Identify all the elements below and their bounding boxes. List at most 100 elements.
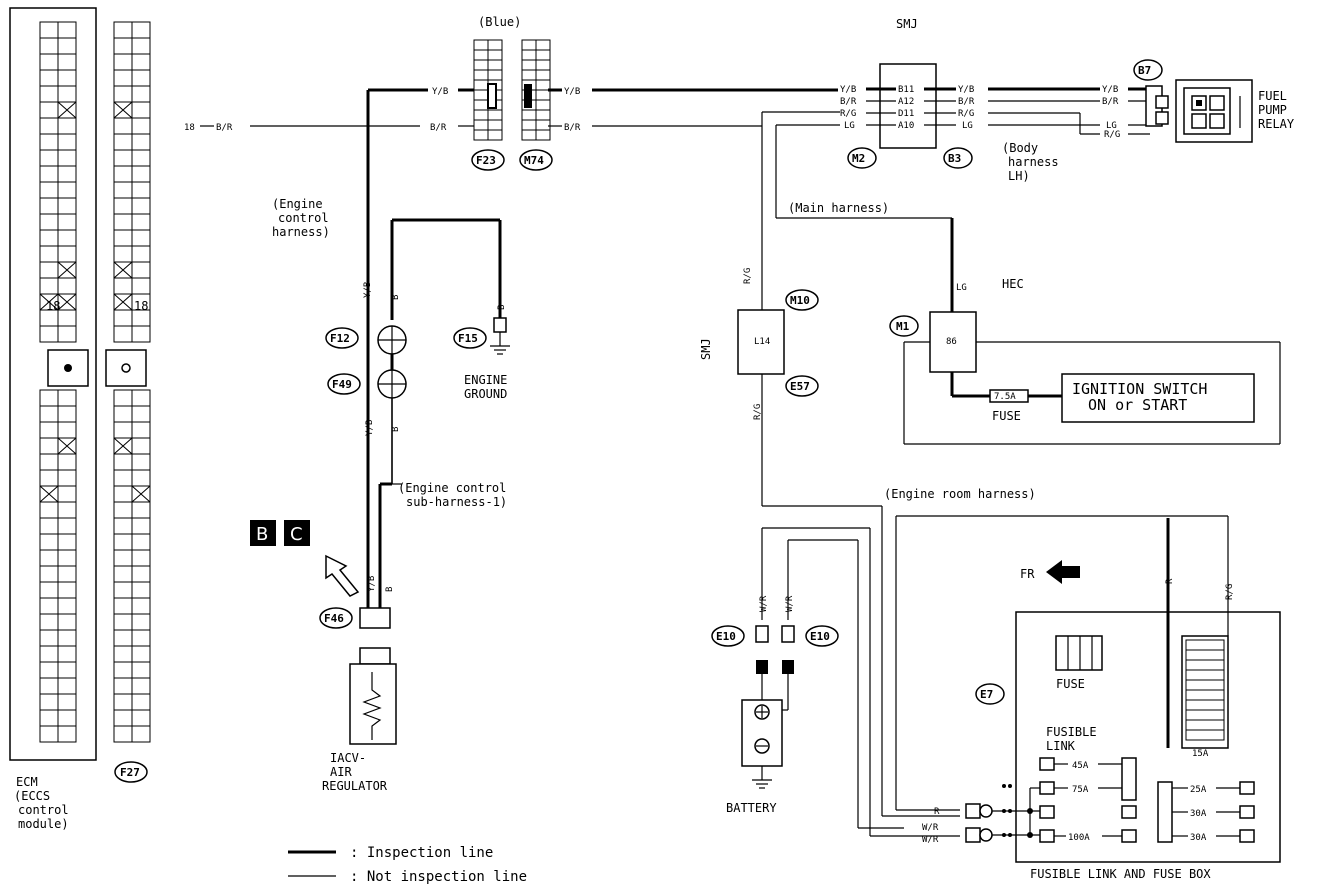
terminal-cell xyxy=(57,549,77,567)
body-harness-label: (Body harness LH) xyxy=(1002,141,1059,183)
connector-f46-label: F46 xyxy=(324,612,344,625)
terminal-cell xyxy=(1185,679,1225,691)
hec-wire-lg: LG xyxy=(956,283,967,293)
terminal-cell xyxy=(113,37,133,55)
terminal-cell xyxy=(39,677,59,695)
terminal-cell xyxy=(57,165,77,183)
connector-m1-label: M1 xyxy=(896,320,910,333)
terminal-cell xyxy=(113,21,133,39)
terminal-cell xyxy=(113,133,133,151)
terminal-cell xyxy=(131,85,151,103)
terminal-cell xyxy=(131,245,151,263)
terminal-cell xyxy=(1185,689,1225,701)
terminal-cell xyxy=(57,69,77,87)
terminal-cell xyxy=(39,597,59,615)
terminal-cell xyxy=(535,59,551,71)
unused-terminal-mark xyxy=(113,261,133,279)
terminal-cell xyxy=(1185,659,1225,671)
terminal-cell xyxy=(113,581,133,599)
terminal-cell xyxy=(131,661,151,679)
blue-connector-label: (Blue) xyxy=(478,15,521,29)
terminal-cell xyxy=(113,565,133,583)
terminal-cell xyxy=(113,517,133,535)
terminal-cell xyxy=(39,613,59,631)
engine-control-harness-2: control xyxy=(278,211,329,225)
terminal-cell xyxy=(57,565,77,583)
connector-f23: (Blue) F23 xyxy=(471,15,521,171)
fuel-pump-relay-label-3: RELAY xyxy=(1258,117,1295,131)
terminal-cell xyxy=(39,453,59,471)
relay-wire-yb: Y/B xyxy=(1102,85,1118,95)
terminal-cell xyxy=(113,597,133,615)
terminal-cell xyxy=(487,59,503,71)
terminal-cell xyxy=(113,85,133,103)
battery-wire-wr-2: W/R xyxy=(785,595,795,612)
terminal-cell xyxy=(39,709,59,727)
terminal-cell xyxy=(113,501,133,519)
terminal-cell xyxy=(521,129,537,141)
unused-terminal-mark xyxy=(57,261,77,279)
smj-wire-rg-in: R/G xyxy=(840,109,856,119)
smj-wire-lg-in: LG xyxy=(844,121,855,131)
terminal-cell xyxy=(39,53,59,71)
sub-harness-label-2: sub-harness-1) xyxy=(406,495,507,509)
terminal-cell xyxy=(487,69,503,81)
connector-e10a-label: E10 xyxy=(716,630,736,643)
terminal-cell xyxy=(131,597,151,615)
terminal-cell xyxy=(113,725,133,743)
terminal-cell xyxy=(113,421,133,439)
legend-inspection-line: : Inspection line xyxy=(350,845,493,861)
ecm-subtitle-1: (ECCS xyxy=(14,789,50,803)
terminal-cell xyxy=(131,533,151,551)
terminal-cell xyxy=(39,133,59,151)
terminal-cell xyxy=(39,69,59,87)
terminal-cell xyxy=(113,117,133,135)
engine-control-harness-1: (Engine xyxy=(272,197,323,211)
fuel-pump-relay-label-1: FUEL xyxy=(1258,89,1287,103)
terminal-cell xyxy=(1185,669,1225,681)
terminal-cell xyxy=(57,37,77,55)
terminal-cell xyxy=(473,79,489,91)
terminal-cell xyxy=(39,325,59,343)
terminal-cell xyxy=(1185,699,1225,711)
terminal-cell xyxy=(535,89,551,101)
terminal-cell xyxy=(521,49,537,61)
terminal-cell xyxy=(39,693,59,711)
terminal-cell xyxy=(113,165,133,183)
terminal-cell xyxy=(535,129,551,141)
terminal-cell xyxy=(535,69,551,81)
terminal-cell xyxy=(1185,709,1225,721)
terminal-cell xyxy=(39,229,59,247)
terminal-cell xyxy=(1185,649,1225,661)
terminal-cell xyxy=(39,581,59,599)
terminal-cell xyxy=(57,661,77,679)
sub-harness-label-1: (Engine control xyxy=(398,481,506,495)
terminal-cell xyxy=(39,37,59,55)
terminal-cell xyxy=(131,677,151,695)
terminal-cell xyxy=(113,405,133,423)
terminal-cell xyxy=(57,421,77,439)
terminal-cell xyxy=(57,389,77,407)
terminal-cell xyxy=(113,309,133,327)
terminal-cell xyxy=(39,517,59,535)
terminal-cell xyxy=(57,645,77,663)
terminal-cell xyxy=(113,229,133,247)
connector-f23-label: F23 xyxy=(476,154,496,167)
terminal-cell xyxy=(57,197,77,215)
terminal-cell xyxy=(131,229,151,247)
terminal-cell xyxy=(535,39,551,51)
connector-f27-label: F27 xyxy=(120,766,140,779)
wire-b-f46: B xyxy=(385,587,395,592)
connector-f12-label: F12 xyxy=(330,332,350,345)
connector-f49: F49 xyxy=(327,369,407,399)
terminal-cell xyxy=(39,165,59,183)
connector-m2-label: M2 xyxy=(852,152,865,165)
terminal-cell xyxy=(487,119,503,131)
terminal-cell xyxy=(131,453,151,471)
terminal-cell xyxy=(535,49,551,61)
fusible-link-label-2: LINK xyxy=(1046,739,1076,753)
ecm-module: 18 18 ECM (ECCS control module) F27 xyxy=(9,7,151,831)
ecm-subtitle-2: control xyxy=(18,803,69,817)
badge-b-bg xyxy=(250,520,276,546)
terminal-cell xyxy=(473,39,489,51)
